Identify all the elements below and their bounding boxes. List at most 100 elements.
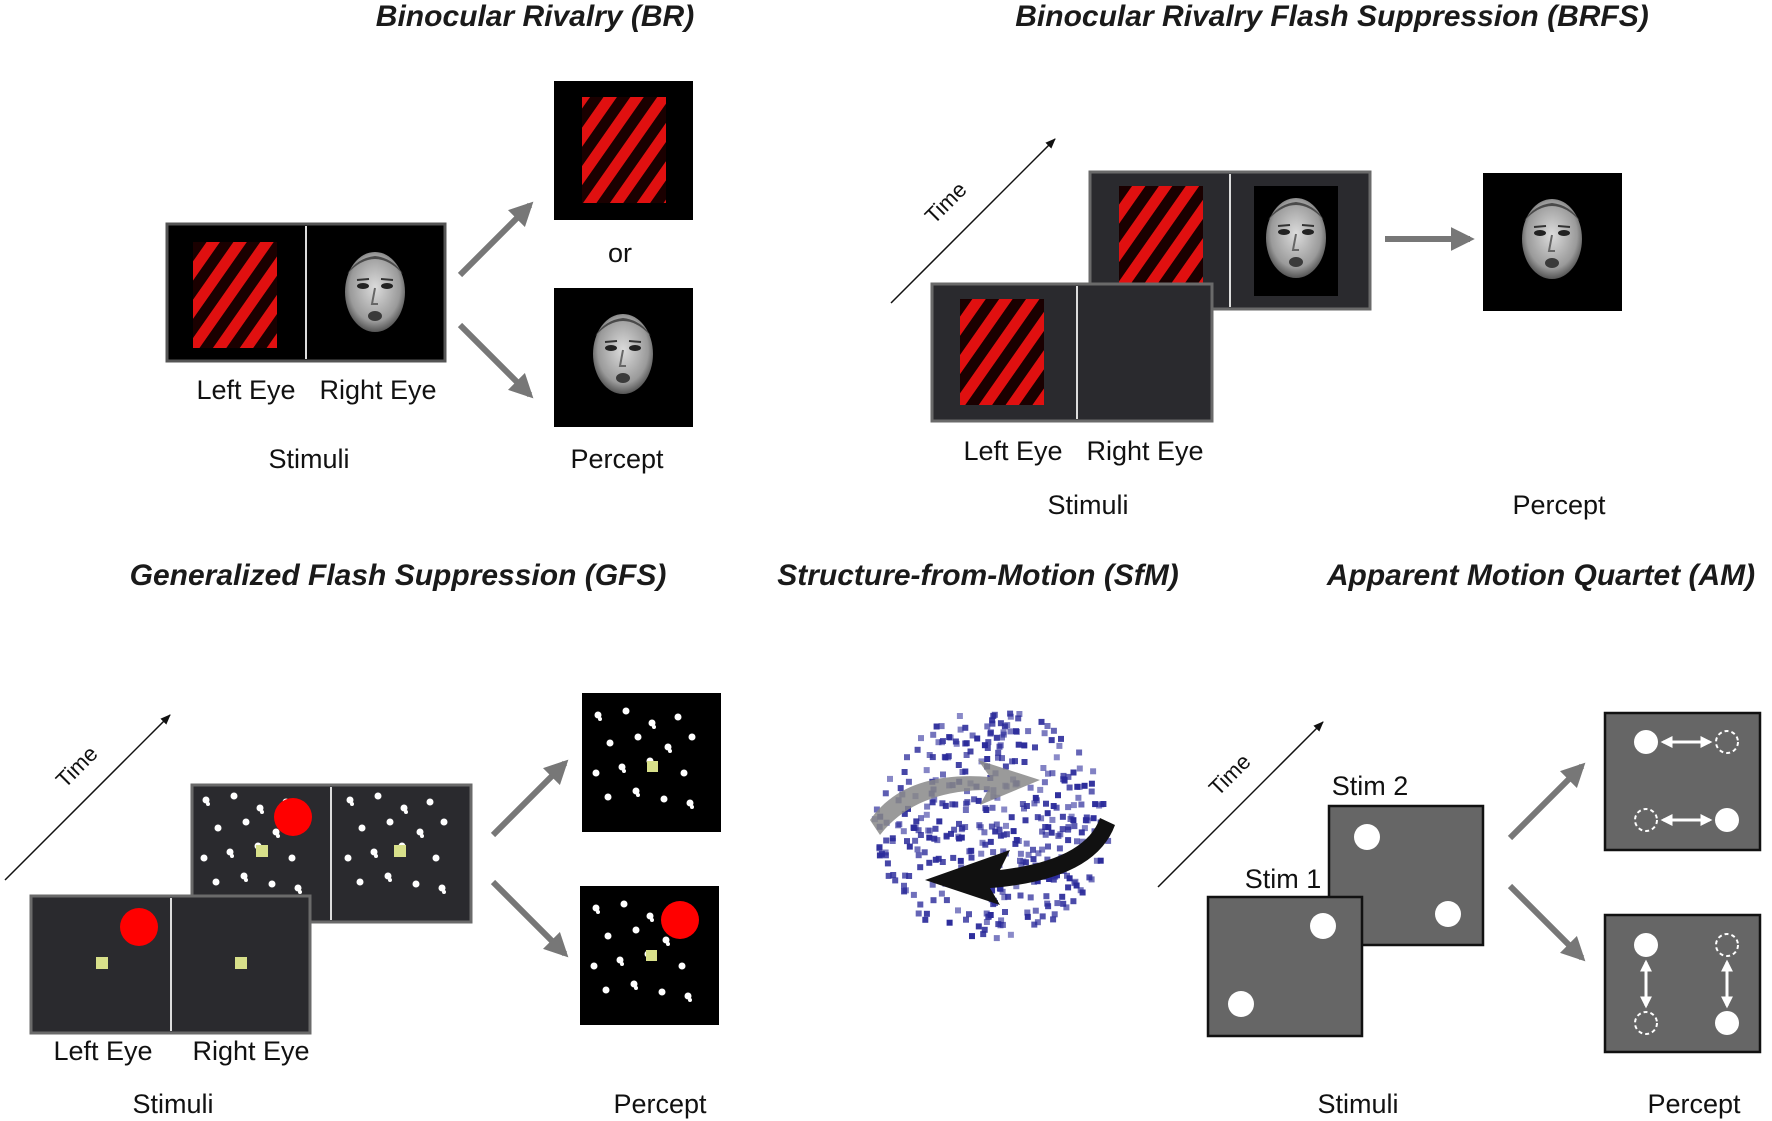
am-stim2-label: Stim 2	[1332, 771, 1409, 801]
sfm-dot	[1000, 831, 1007, 838]
sfm-dot	[1049, 816, 1056, 823]
sfm-dot	[1059, 826, 1066, 833]
sfm-dot	[1032, 907, 1039, 914]
sfm-dot	[930, 731, 937, 738]
sfm-dot	[987, 838, 994, 845]
fixation-square	[646, 950, 657, 961]
sfm-dot	[1037, 786, 1044, 793]
panel-am: Apparent Motion Quartet (AM) Time Stim 2…	[1157, 559, 1762, 1119]
am-dot	[1354, 824, 1380, 850]
sfm-dot	[1015, 715, 1022, 722]
sfm-dot	[998, 917, 1005, 924]
sfm-dot	[1071, 823, 1078, 830]
sfm-dot	[1039, 913, 1046, 920]
sfm-dot	[1031, 800, 1038, 807]
sfm-dot	[996, 826, 1003, 833]
sfm-dot	[1007, 713, 1014, 720]
sfm-dot	[1081, 825, 1088, 832]
sfm-dot	[923, 767, 930, 774]
sfm-dot	[1079, 838, 1086, 845]
grating-image	[582, 97, 666, 203]
sfm-dot	[957, 857, 964, 864]
face-image	[1509, 186, 1595, 298]
sfm-dot	[978, 850, 985, 857]
sfm-dot	[918, 815, 924, 822]
sfm-dot	[1065, 824, 1072, 831]
sfm-dot	[1048, 737, 1055, 744]
sfm-dot	[932, 856, 939, 863]
sfm-dot	[1024, 909, 1031, 916]
sfm-dot	[892, 877, 899, 884]
grating-image	[1119, 186, 1203, 292]
sfm-dot	[974, 735, 981, 742]
sfm-dot	[906, 843, 913, 850]
sfm-dot	[1013, 728, 1019, 735]
sfm-dot	[882, 849, 889, 856]
sfm-dot	[887, 775, 893, 782]
sfm-dot	[900, 828, 907, 835]
sfm-dot	[981, 742, 988, 749]
sfm-dot	[962, 724, 969, 731]
sfm-dot	[1027, 894, 1034, 901]
sfm-dot	[906, 873, 913, 879]
sfm-dot	[936, 818, 943, 825]
sfm-dot	[1092, 801, 1099, 808]
sfm-dot	[1013, 883, 1020, 890]
sfm-dot	[1090, 815, 1097, 822]
sfm-rotation-arrow-front	[925, 818, 1115, 905]
red-target	[274, 798, 312, 836]
sfm-dot	[995, 921, 1002, 928]
sfm-dot	[987, 729, 994, 736]
sfm-dot	[940, 771, 946, 778]
sfm-dot	[984, 723, 991, 730]
sfm-dot	[1078, 829, 1085, 836]
sfm-dot	[1002, 909, 1008, 915]
sfm-dot	[1045, 843, 1051, 850]
sfm-dot	[890, 872, 897, 878]
sfm-dot	[914, 746, 921, 753]
sfm-dot	[1060, 900, 1067, 907]
sfm-dot	[1059, 813, 1066, 820]
sfm-dot	[1044, 723, 1051, 729]
sfm-dot	[1042, 831, 1049, 838]
sfm-dot	[952, 738, 959, 745]
sfm-dot	[983, 910, 990, 917]
sfm-dot	[975, 923, 982, 930]
am-dot	[1435, 901, 1461, 927]
sfm-dot	[1057, 831, 1064, 838]
sfm-dot	[1041, 730, 1048, 737]
sfm-dot	[958, 834, 965, 841]
sfm-dot	[957, 726, 964, 733]
sfm-dot	[980, 931, 987, 938]
sfm-dot	[924, 803, 931, 810]
br-percept-label: Percept	[570, 444, 664, 474]
sfm-dot	[1045, 824, 1052, 831]
am-dot	[1634, 730, 1658, 754]
sfm-dot	[922, 916, 929, 923]
sfm-dot	[1022, 817, 1029, 824]
sfm-dot	[993, 935, 1000, 942]
sfm-dot	[1053, 754, 1060, 761]
sfm-dot	[901, 810, 908, 817]
sfm-dot	[1022, 859, 1029, 866]
sfm-dot	[1075, 794, 1082, 801]
sfm-dot	[910, 891, 917, 898]
sfm-dot	[995, 749, 1002, 756]
sfm-dot	[946, 734, 953, 741]
sfm-dot	[915, 910, 922, 917]
am-percept-horizontal	[1603, 711, 1762, 852]
sfm-dot	[1018, 862, 1025, 869]
sfm-dot	[1034, 878, 1041, 885]
sfm-dot	[981, 926, 988, 933]
sfm-dot	[884, 860, 891, 867]
sfm-dot	[915, 852, 922, 859]
sfm-dot	[1063, 904, 1070, 911]
sfm-dot	[1024, 913, 1031, 920]
am-stim1-frame	[1206, 895, 1364, 1038]
sfm-dot	[930, 897, 937, 904]
fixation-square	[96, 957, 108, 969]
am-arrow-up	[1507, 762, 1586, 841]
am-dot-dashed	[1715, 933, 1739, 957]
sfm-dot	[990, 849, 997, 856]
sfm-dot	[1066, 875, 1073, 882]
